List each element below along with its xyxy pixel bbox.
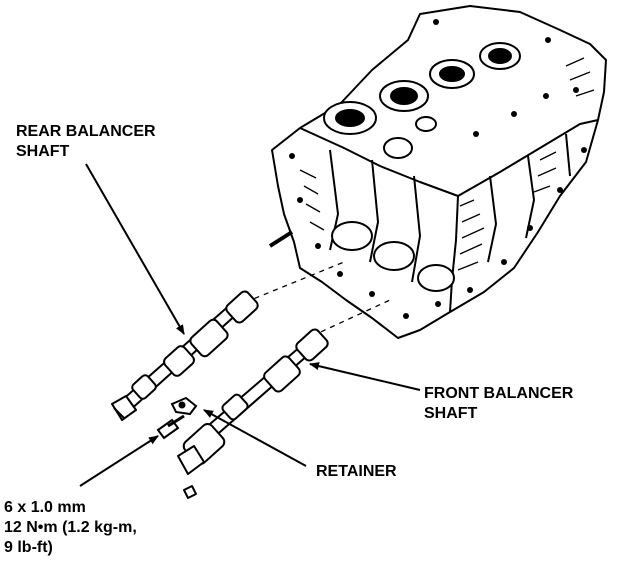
rear-label-line-2: SHAFT [16, 143, 70, 160]
retainer-label: RETAINER [316, 463, 397, 480]
retainer-drawing [170, 396, 198, 416]
front-balancer-shaft-drawing [177, 328, 329, 499]
rear-balancer-shaft-drawing [111, 290, 259, 421]
rear-label-line-1: REAR BALANCER [16, 123, 156, 140]
torque-spec-label: 6 x 1.0 mm 12 N•m (1.2 kg-m, 9 lb-ft) [4, 498, 137, 558]
front-label-line-2: SHAFT [424, 405, 478, 422]
spec-line-1: 6 x 1.0 mm [4, 499, 86, 516]
engine-block-drawing [268, 5, 607, 339]
retainer-arrow [203, 409, 307, 467]
leader-arrows [79, 163, 421, 487]
retainer-bolt-drawing [156, 414, 185, 440]
bolt-arrow [79, 435, 159, 487]
rear-balancer-shaft-label: REAR BALANCER SHAFT [16, 122, 156, 162]
spec-line-2: 12 N•m (1.2 kg-m, [4, 519, 137, 536]
front-label-line-1: FRONT BALANCER [424, 385, 574, 402]
spec-line-3: 9 lb-ft) [4, 539, 53, 556]
front-balancer-shaft-label: FRONT BALANCER SHAFT [424, 384, 573, 424]
front-shaft-arrow [309, 362, 421, 391]
rear-shaft-arrow [85, 163, 185, 335]
